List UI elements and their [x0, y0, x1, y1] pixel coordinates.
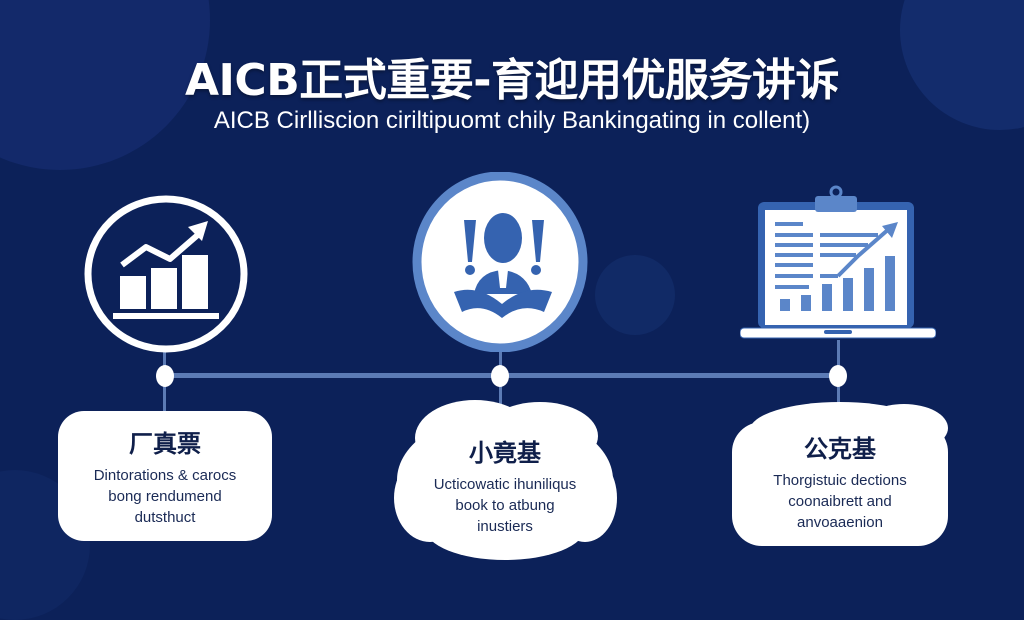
laptop-report-chart-icon: [739, 180, 937, 340]
step-card-text: Ucticowatic ihuniliqus: [433, 475, 577, 493]
timeline-node-1: [156, 365, 174, 387]
step-card-1: 厂真票 Dintorations & carocs bong rendumend…: [58, 411, 272, 541]
background-decor-circle: [595, 255, 675, 335]
step-card-title: 小竟基: [469, 438, 541, 467]
growth-chart-icon: [82, 193, 250, 355]
page-subtitle: AICB Cirlliscion ciriltipuomt chily Bank…: [213, 107, 811, 134]
step-card-3: 公克基 Thorgistuic dections coonaibrett and…: [728, 400, 952, 550]
step-card-text: Dintorations & carocs: [93, 467, 237, 484]
page-title: AICB正式重要-育迎用优服务讲诉: [184, 55, 840, 106]
timeline-node-3: [829, 365, 847, 387]
person-reading-book-icon: [412, 171, 588, 353]
step-card-title: 公克基: [804, 435, 876, 463]
step-card-text: bong rendumend: [108, 488, 222, 505]
step-card-2: 小竟基 Ucticowatic ihuniliqus book to atbun…: [390, 398, 620, 563]
step-card-text: anvoaaenion: [797, 514, 883, 531]
step-card-text: coonaibrett and: [788, 493, 892, 510]
timeline-node-2: [491, 365, 509, 387]
step-card-text: book to atbung: [455, 496, 555, 514]
step-card-title: 厂真票: [129, 430, 201, 458]
step-card-text: dutsthuct: [134, 509, 196, 526]
step-card-text: inustiers: [477, 517, 533, 535]
step-card-text: Thorgistuic dections: [773, 472, 907, 489]
